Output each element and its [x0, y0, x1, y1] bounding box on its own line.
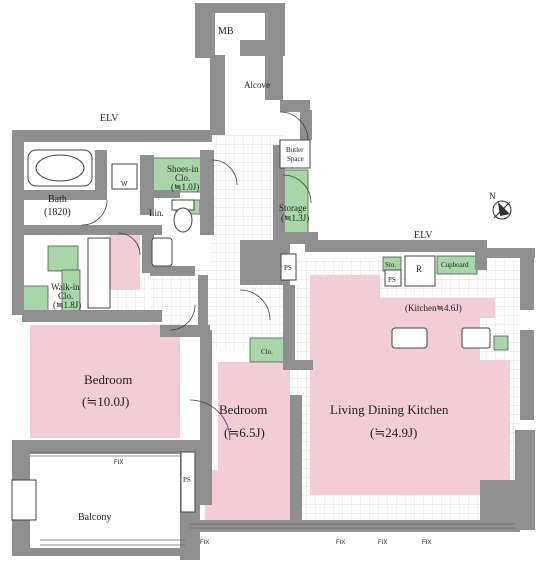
- label-ps-3: PS: [183, 476, 191, 484]
- washer: [111, 163, 138, 190]
- label-butler-1: Butler: [286, 146, 304, 154]
- door-arc-3: [169, 304, 196, 331]
- label-fix-2: FIX: [200, 540, 209, 546]
- label-fix-4: FIX: [378, 540, 387, 546]
- ps-box-1: [280, 253, 297, 281]
- label-ldk-name: Living Dining Kitchen: [330, 402, 449, 417]
- door-arc-2: [117, 232, 141, 256]
- ldk-zone: [310, 275, 510, 495]
- label-r: R: [416, 264, 422, 274]
- walkin-closet-side: [21, 285, 49, 312]
- label-fix-1: FIX: [114, 460, 123, 466]
- door-arc-1: [81, 199, 108, 226]
- label-sto: Sto.: [385, 261, 396, 269]
- door-arc-7: [211, 159, 238, 186]
- label-elv-right: ELV: [414, 230, 433, 241]
- label-shoes-2: Clo.: [175, 173, 190, 183]
- label-w: W: [121, 180, 128, 188]
- room-zones: [30, 230, 510, 520]
- entry-zone: [110, 230, 140, 290]
- label-ps-2: PS: [388, 276, 396, 284]
- label-ldk-size: (≒24.9J): [370, 425, 417, 440]
- doors: [81, 111, 312, 441]
- windows: [30, 451, 515, 546]
- label-lin: Lin.: [149, 208, 164, 218]
- label-walkin-1: Walk-in: [51, 282, 80, 292]
- label-balcony: Balcony: [78, 512, 111, 523]
- room-labels: MB Alcove ELV ELV Butler Space Bath (182…: [44, 26, 469, 546]
- door-arc-4: [239, 289, 271, 321]
- door-arc-6: [279, 111, 309, 141]
- label-walkin-3: (≒1.8J): [53, 300, 81, 310]
- butler-box: [279, 139, 311, 169]
- label-shoes-1: Shoes-in: [167, 164, 199, 174]
- fridge: [404, 255, 436, 287]
- label-alcove: Alcove: [244, 80, 270, 90]
- label-bedroom2-name: Bedroom: [219, 402, 267, 417]
- label-elv-top: ELV: [100, 113, 119, 124]
- label-bedroom2-size: (≒6.5J): [224, 425, 265, 440]
- label-fix-5: FIX: [422, 540, 431, 546]
- bedroom1-zone: [30, 325, 180, 438]
- label-bath-1: Bath: [48, 194, 67, 205]
- label-shoes-3: (≒1.0J): [171, 182, 199, 192]
- label-bath-2: (1820): [44, 207, 71, 218]
- label-clo: Clo.: [261, 348, 273, 356]
- stove: [461, 327, 491, 349]
- balcony-unit: [11, 479, 37, 521]
- door-arc-5: [282, 174, 312, 204]
- ps-box-3: [180, 451, 196, 513]
- label-bedroom1-size: (≒10.0J): [82, 394, 129, 409]
- door-arc-8: [189, 399, 231, 441]
- vanity: [87, 237, 111, 309]
- label-cupboard: Cupboard: [441, 261, 469, 269]
- label-butler-2: Space: [287, 155, 304, 163]
- walkin-closet-top: [47, 245, 79, 272]
- label-mb: MB: [218, 26, 234, 37]
- bedroom2-zone: [205, 362, 290, 520]
- bedroom-closet: [249, 337, 287, 363]
- label-north: N: [489, 191, 496, 201]
- north-compass-icon: N: [489, 191, 512, 220]
- kitchen-sink: [391, 327, 428, 349]
- counter-end: [493, 335, 509, 351]
- walls: [12, 3, 535, 560]
- label-storage-1: Storage: [279, 203, 307, 213]
- tub-basin: [35, 154, 85, 182]
- kitchen-zone: [380, 298, 495, 318]
- label-kitchen: (Kitchen≒4.6J): [405, 303, 462, 313]
- sink: [151, 237, 173, 267]
- label-walkin-2: Clo.: [58, 291, 73, 301]
- label-bedroom1-name: Bedroom: [84, 372, 132, 387]
- toilet-bowl: [173, 207, 193, 233]
- fixtures: [11, 139, 491, 521]
- label-storage-2: (≒1.3J): [281, 213, 309, 223]
- label-fix-3: FIX: [336, 540, 345, 546]
- label-ps-1: PS: [284, 264, 292, 272]
- ps-box-2: [384, 269, 402, 287]
